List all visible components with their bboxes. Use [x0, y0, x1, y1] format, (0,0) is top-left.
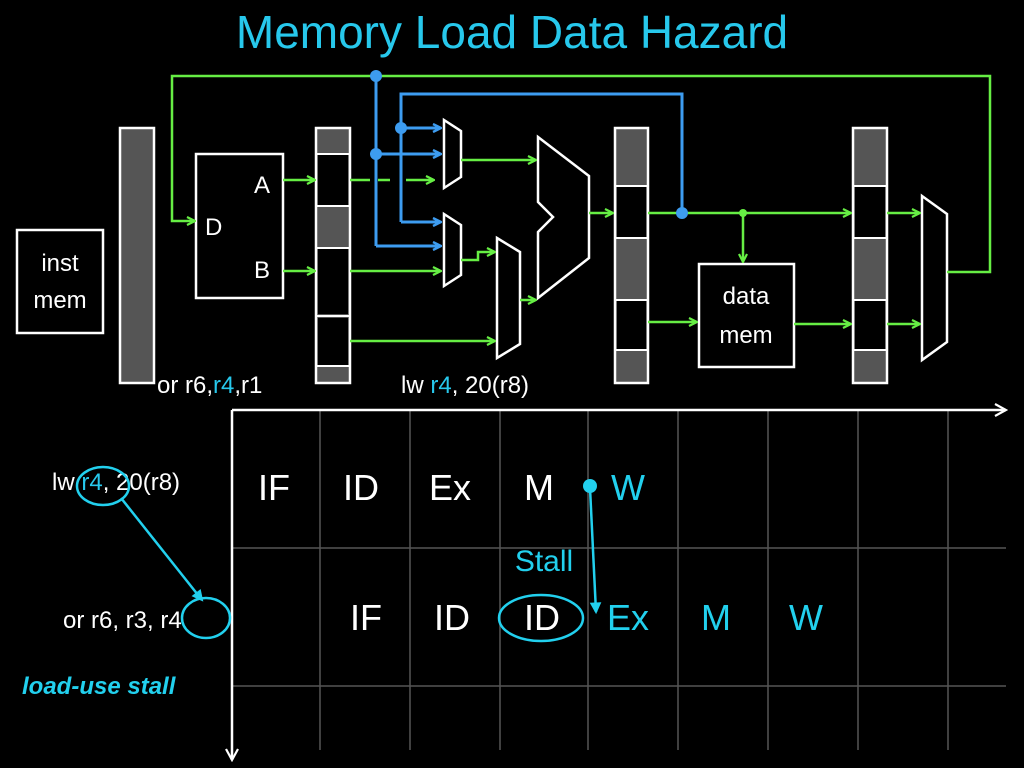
row1-instr-reg: r4	[81, 469, 102, 496]
alu-result-junction	[676, 207, 688, 219]
dependency-annotations	[75, 465, 602, 643]
stall-label: Stall	[515, 545, 573, 578]
if-id-pipeline-register	[118, 126, 156, 385]
row1-instr-suffix: , 20(r8)	[103, 469, 180, 496]
data-mem-address-junction	[739, 209, 747, 217]
id-stage-instruction: or r6,r4,r1	[157, 372, 262, 399]
regfile-port-d: D	[205, 214, 222, 241]
row1-stage-w: W	[611, 467, 645, 508]
ex-instr-reg: r4	[430, 372, 451, 399]
row2-stage-ex: Ex	[607, 597, 649, 638]
row2-instr-reg: r4	[160, 607, 181, 634]
row2-instruction: or r6, r3, r4	[63, 607, 182, 634]
data-mem-label-line1: data	[723, 283, 770, 310]
wb-forward-junction-top	[370, 70, 382, 82]
row2-stage-id-stalled: ID	[524, 597, 560, 638]
id-ex-pipeline-register	[314, 126, 352, 385]
id-instr-prefix: or r6,	[157, 372, 213, 399]
row1-stage-if: IF	[258, 467, 290, 508]
row2-instr-prefix: or r6, r3,	[63, 607, 160, 634]
wb-forward-junction-mid	[370, 148, 382, 160]
writeback-mux	[920, 193, 949, 363]
alu	[536, 134, 591, 301]
pipeline-timing-diagram: lw r4, 20(r8) IF ID Ex M W or r6, r3, r4…	[22, 410, 1006, 760]
ex-stage-instruction: lw r4, 20(r8)	[401, 372, 529, 399]
dependency-arrow	[120, 497, 204, 602]
data-mem-label-line2: mem	[719, 322, 772, 349]
forward-mux-b	[442, 211, 463, 289]
mem-forward-junction	[395, 122, 407, 134]
slide-title: Memory Load Data Hazard	[236, 6, 788, 58]
inst-mem-block: inst mem	[15, 228, 105, 335]
id-instr-reg: r4	[213, 372, 234, 399]
inst-mem-label-line1: inst	[41, 250, 79, 277]
row1-stage-ex: Ex	[429, 467, 471, 508]
datapath-diagram: inst mem D A B	[15, 70, 992, 399]
row2-stage-m: M	[701, 597, 731, 638]
row1-stage-m: M	[524, 467, 554, 508]
stalled-id-highlight	[497, 593, 585, 643]
regfile-port-b: B	[254, 257, 270, 284]
ex-mem-pipeline-register	[613, 126, 650, 385]
regfile-port-a: A	[254, 172, 270, 199]
row1-instruction: lw r4, 20(r8)	[52, 469, 180, 496]
data-mem-block: data mem	[697, 262, 796, 369]
forwarding-source-dot	[583, 479, 597, 493]
inst-mem-label-line2: mem	[33, 287, 86, 314]
mem-wb-pipeline-register	[851, 126, 889, 385]
timing-grid	[232, 410, 1006, 750]
blue-forwarding-wires	[374, 76, 684, 246]
register-file: D A B	[194, 152, 285, 300]
row2-r4-highlight	[180, 596, 232, 640]
row2-stage-if: IF	[350, 597, 382, 638]
ex-instr-prefix: lw	[401, 372, 430, 399]
row1-r4-highlight	[75, 465, 131, 507]
load-use-stall-note: load-use stall	[22, 673, 177, 700]
row1-stage-id: ID	[343, 467, 379, 508]
id-instr-suffix: ,r1	[234, 372, 262, 399]
row2-stage-id: ID	[434, 597, 470, 638]
ex-instr-suffix: , 20(r8)	[452, 372, 529, 399]
forward-mux-a	[442, 117, 463, 191]
alu-operand-mux	[495, 235, 522, 361]
forwarding-arrow	[588, 487, 602, 615]
row2-stage-w: W	[789, 597, 823, 638]
